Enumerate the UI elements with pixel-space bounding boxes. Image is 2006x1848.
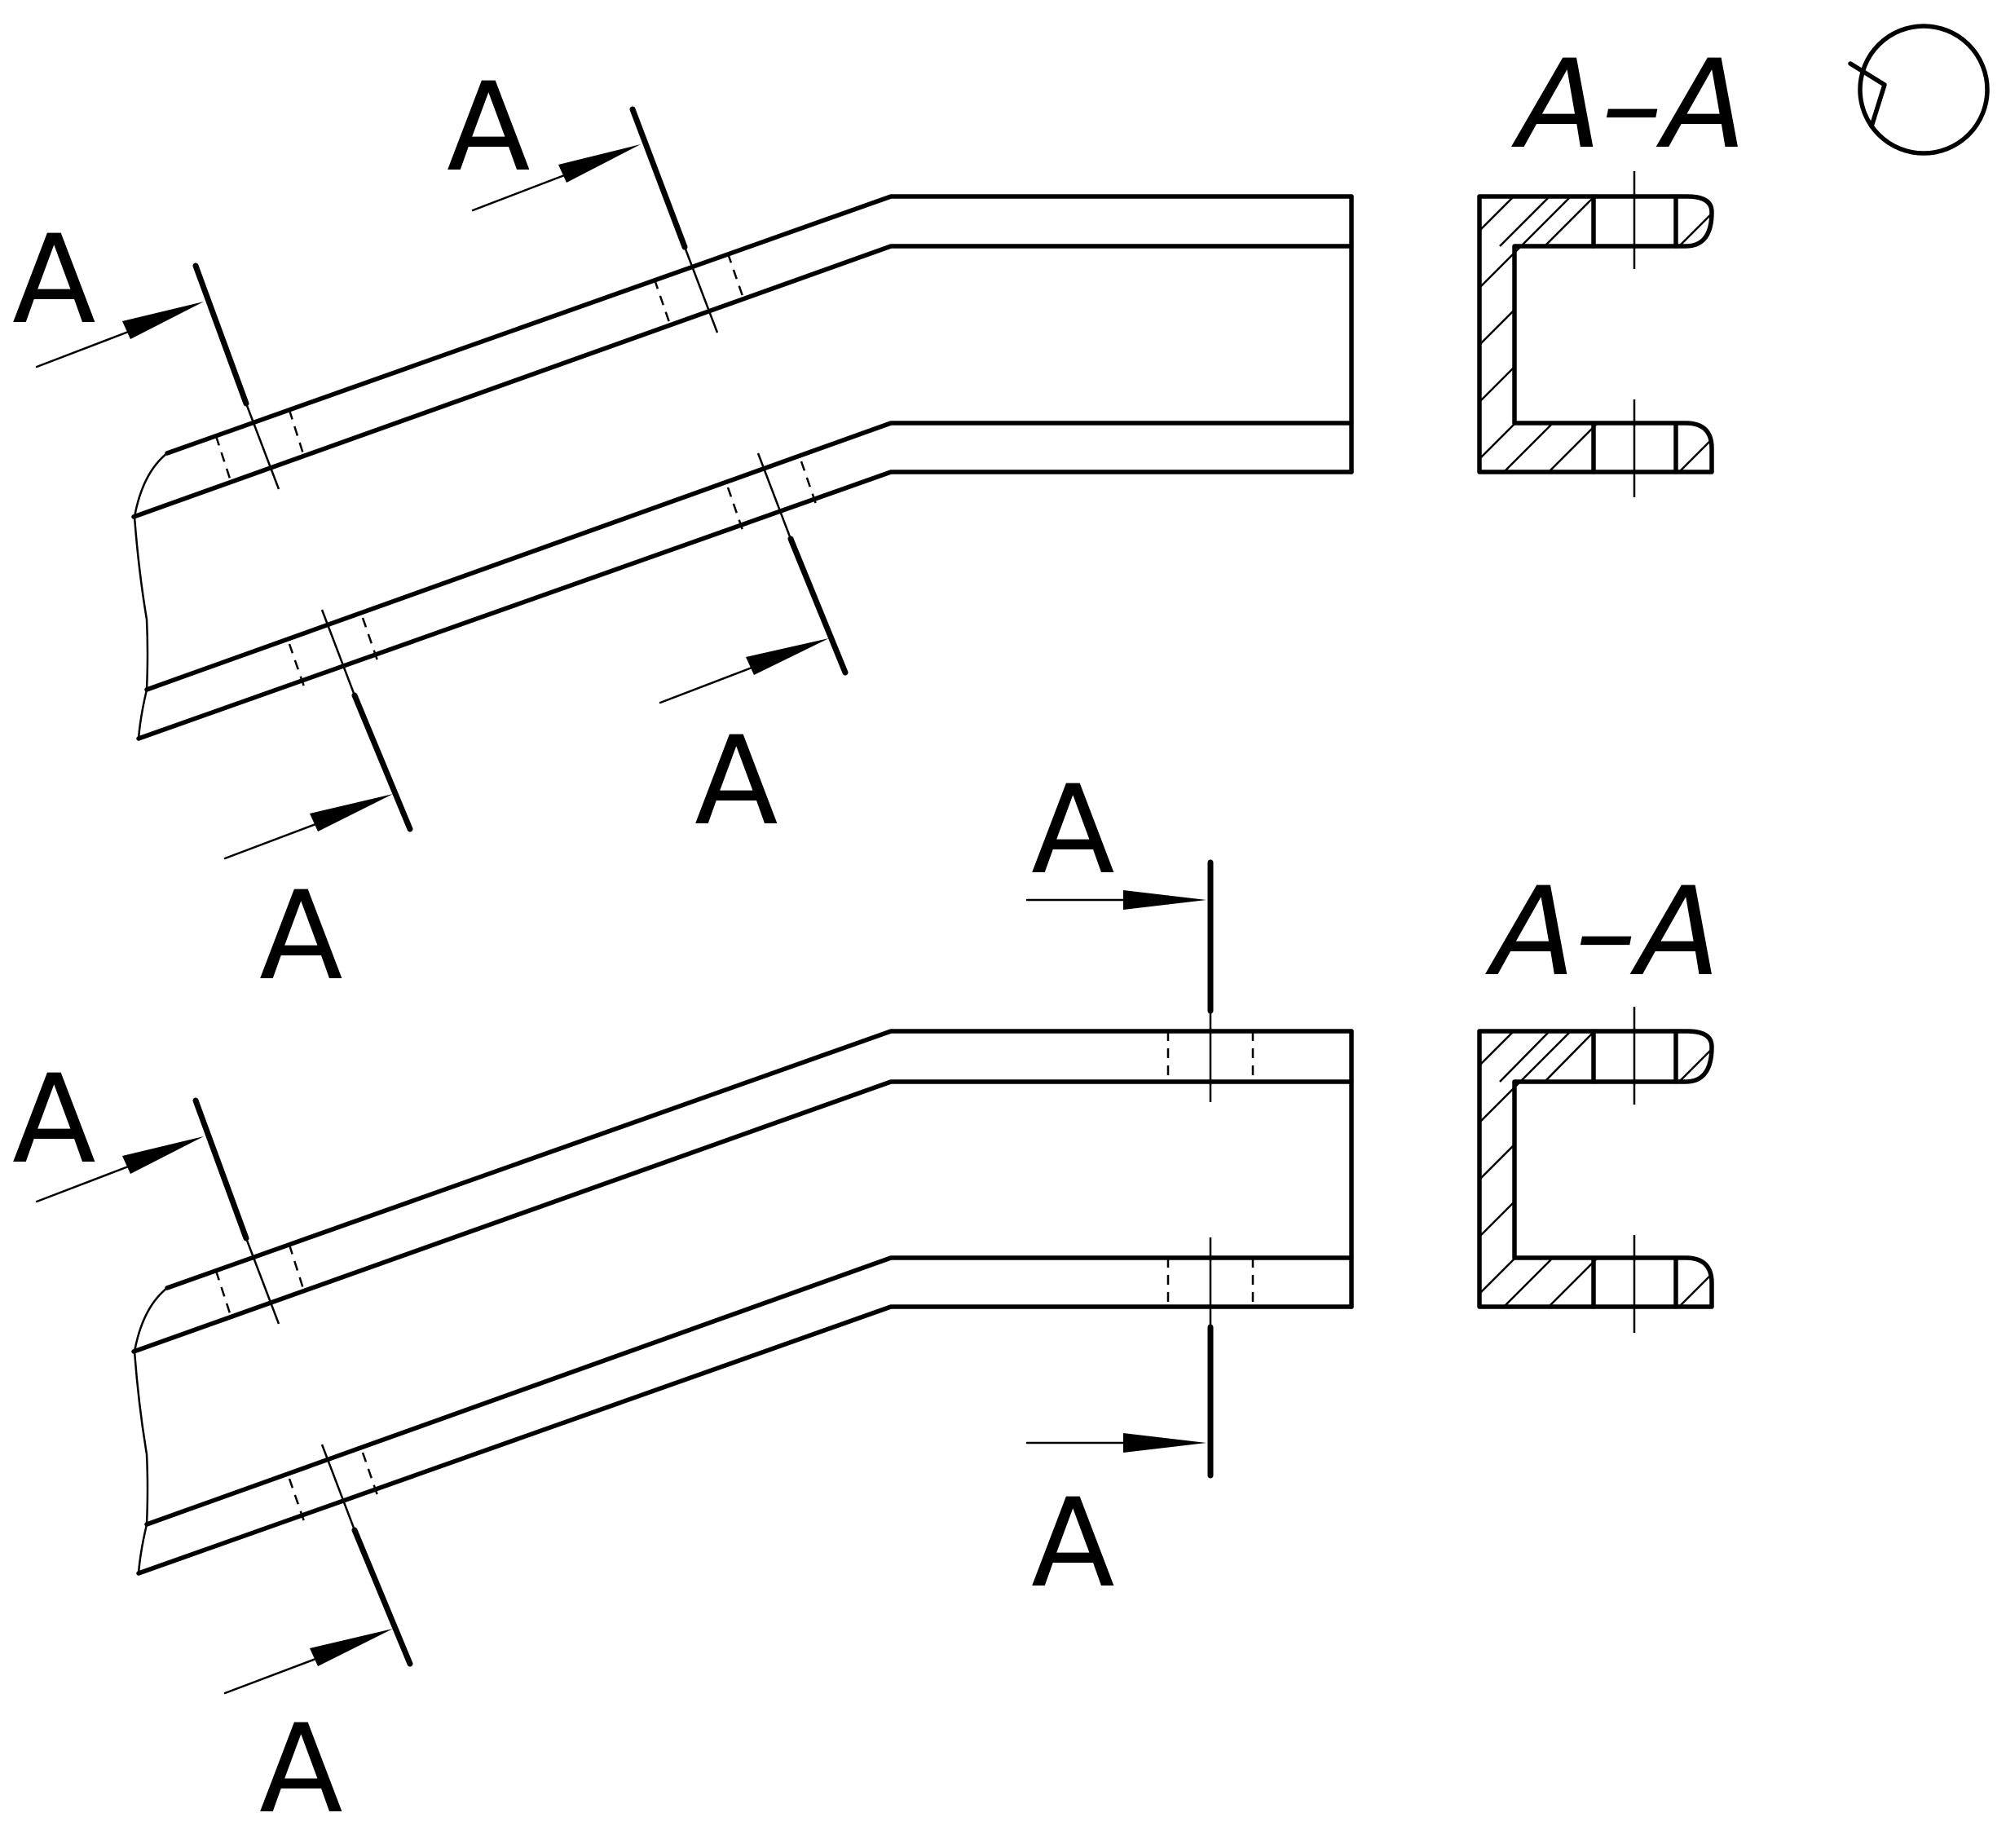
cut-label-a: A: [694, 711, 778, 853]
top-view: A A A A: [12, 57, 1354, 1008]
arrowhead: [310, 1629, 393, 1666]
bottom-view-arrows: [35, 890, 1206, 1695]
bottom-section-view: A–A: [1477, 862, 1720, 1333]
arrowhead: [310, 794, 393, 831]
section-title: A–A: [1485, 862, 1720, 1003]
section-hatch: [1479, 1030, 1713, 1308]
cut-label-a: A: [259, 866, 343, 1008]
cut-label-a: A: [12, 209, 96, 351]
arrowhead: [1123, 1433, 1206, 1453]
section-hatch: [1479, 196, 1713, 473]
section-title: A–A: [1511, 34, 1746, 176]
rotated-view-icon: [1848, 24, 1990, 156]
arrowhead: [122, 1136, 204, 1174]
top-view-arrows: [35, 144, 829, 860]
arrowhead: [122, 302, 204, 339]
top-center-lines: [245, 246, 792, 696]
arrowhead: [558, 144, 641, 183]
cut-label-a: A: [1031, 1473, 1115, 1615]
top-section-view: A–A: [1477, 24, 1990, 497]
arrowhead: [1123, 890, 1206, 910]
cut-label-a: A: [1031, 760, 1115, 902]
arrowhead: [746, 638, 829, 675]
cut-label-a: A: [259, 1699, 343, 1841]
top-channel-outline: [131, 194, 1354, 741]
bottom-view: A A A A: [12, 760, 1354, 1841]
bottom-holes: [214, 1031, 1254, 1524]
cut-label-a: A: [12, 1049, 96, 1191]
top-cutting-planes: [192, 106, 849, 832]
bottom-center-lines: [245, 1011, 1212, 1531]
cut-label-a: A: [447, 57, 531, 199]
bottom-cutting-planes: [192, 859, 1214, 1667]
bottom-channel-outline: [131, 1029, 1354, 1576]
top-holes: [214, 253, 818, 690]
